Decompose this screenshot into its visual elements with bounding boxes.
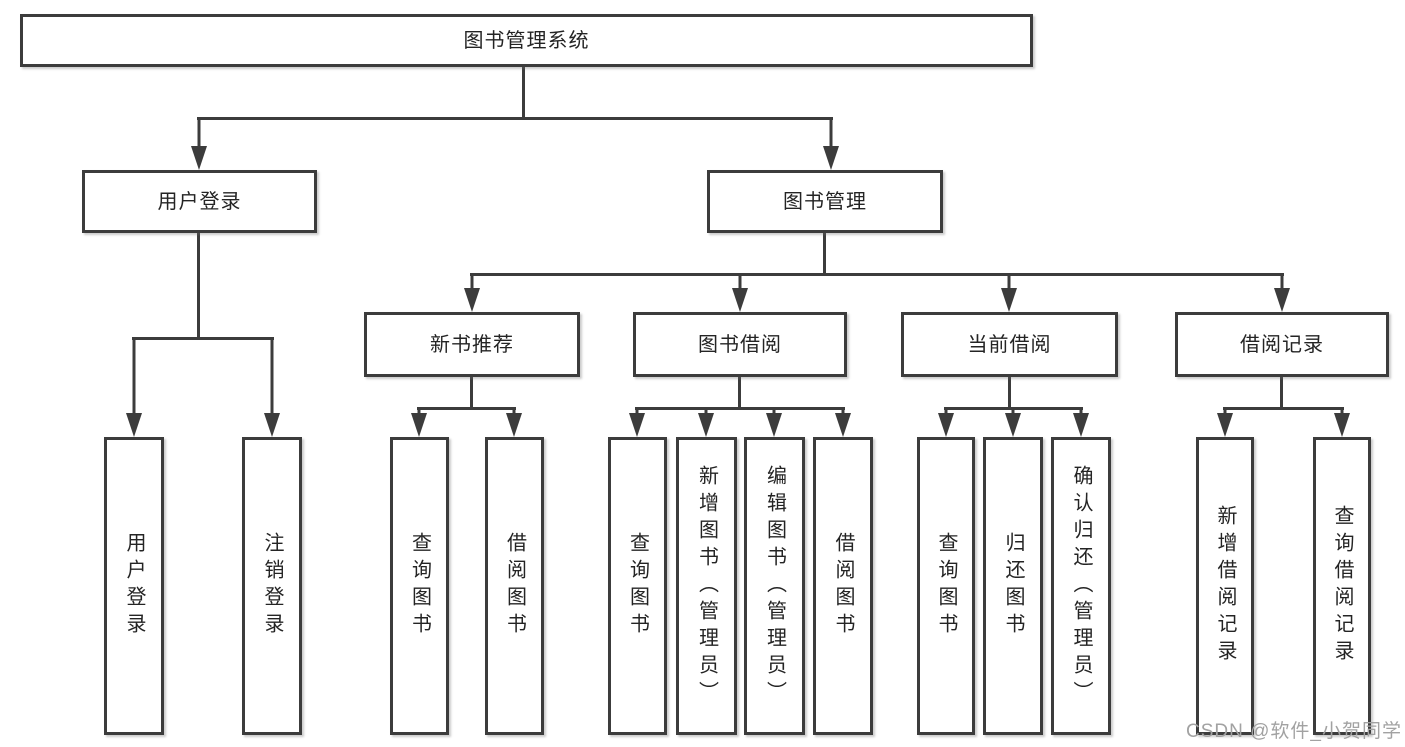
node-leaf-logout: 注销登录 <box>242 437 302 735</box>
node-label: 用户登录 <box>123 532 145 640</box>
node-new-book-recommend: 新书推荐 <box>364 312 580 377</box>
node-bb-query-books: 查询图书 <box>608 437 667 735</box>
node-current-borrow: 当前借阅 <box>901 312 1118 377</box>
connector-arrow-down-icon <box>698 408 714 437</box>
connector-arrow-down-icon <box>1217 408 1233 437</box>
node-label: 借阅图书 <box>832 532 854 640</box>
node-label: 查询借阅记录 <box>1331 505 1353 667</box>
connector-arrow-down-icon <box>1274 274 1290 312</box>
node-cb-query-books: 查询图书 <box>917 437 975 735</box>
node-bb-borrow-books: 借阅图书 <box>813 437 873 735</box>
connector-arrow-down-icon <box>1001 274 1017 312</box>
connector-arrow-down-icon <box>823 118 839 170</box>
connector-line <box>132 337 274 340</box>
node-cb-confirm-return-admin: 确认归还（管理员） <box>1051 437 1111 735</box>
csdn-watermark: CSDN @软件_小贺同学 <box>1186 721 1402 742</box>
node-label: 新增借阅记录 <box>1214 505 1236 667</box>
node-br-query-record: 查询借阅记录 <box>1313 437 1371 735</box>
connector-line <box>1008 377 1011 410</box>
node-br-add-record: 新增借阅记录 <box>1196 437 1254 735</box>
node-root: 图书管理系统 <box>20 14 1033 67</box>
connector-line <box>823 233 826 276</box>
connector-line <box>470 377 473 410</box>
connector-arrow-down-icon <box>464 274 480 312</box>
node-label: 图书管理系统 <box>463 29 590 52</box>
node-label: 确认归还（管理员） <box>1070 464 1092 708</box>
node-label: 当前借阅 <box>967 333 1052 356</box>
connector-arrow-down-icon <box>126 338 142 437</box>
connector-line <box>470 273 1284 276</box>
node-label: 图书管理 <box>783 190 867 213</box>
connector-line <box>522 66 525 119</box>
node-label: 编辑图书（管理员） <box>763 464 786 708</box>
node-book-management: 图书管理 <box>707 170 943 233</box>
node-label: 查询图书 <box>408 532 431 640</box>
node-label: 新书推荐 <box>430 333 514 356</box>
connector-arrow-down-icon <box>629 408 645 437</box>
node-label: 注销登录 <box>261 532 283 640</box>
connector-arrow-down-icon <box>1005 408 1021 437</box>
connector-line <box>197 233 200 340</box>
connector-line <box>738 377 741 410</box>
node-borrow-records: 借阅记录 <box>1175 312 1389 377</box>
node-label: 查询图书 <box>935 532 957 640</box>
connector-arrow-down-icon <box>191 118 207 170</box>
node-label: 借阅记录 <box>1240 333 1324 356</box>
connector-arrow-down-icon <box>732 274 748 312</box>
connector-arrow-down-icon <box>411 408 427 437</box>
node-leaf-user-login: 用户登录 <box>104 437 164 735</box>
node-label: 图书借阅 <box>698 333 782 356</box>
node-bb-edit-books-admin: 编辑图书（管理员） <box>744 437 805 735</box>
connector-arrow-down-icon <box>1334 408 1350 437</box>
node-book-borrow: 图书借阅 <box>633 312 847 377</box>
connector-line <box>635 407 845 410</box>
connector-line <box>1280 377 1283 410</box>
connector-line <box>197 117 833 120</box>
connector-arrow-down-icon <box>506 408 522 437</box>
connector-arrow-down-icon <box>938 408 954 437</box>
node-nbr-borrow-books: 借阅图书 <box>485 437 544 735</box>
node-label: 用户登录 <box>157 190 242 213</box>
node-nbr-query-books: 查询图书 <box>390 437 449 735</box>
node-cb-return-books: 归还图书 <box>983 437 1043 735</box>
node-label: 新增图书（管理员） <box>695 464 718 708</box>
node-label: 查询图书 <box>626 532 649 640</box>
connector-arrow-down-icon <box>766 408 782 437</box>
connector-arrow-down-icon <box>264 338 280 437</box>
node-label: 归还图书 <box>1002 532 1024 640</box>
node-bb-add-books-admin: 新增图书（管理员） <box>676 437 737 735</box>
connector-line <box>1223 407 1344 410</box>
connector-arrow-down-icon <box>1073 408 1089 437</box>
connector-arrow-down-icon <box>835 408 851 437</box>
node-user-login: 用户登录 <box>82 170 317 233</box>
node-label: 借阅图书 <box>503 532 526 640</box>
connector-line <box>417 407 516 410</box>
